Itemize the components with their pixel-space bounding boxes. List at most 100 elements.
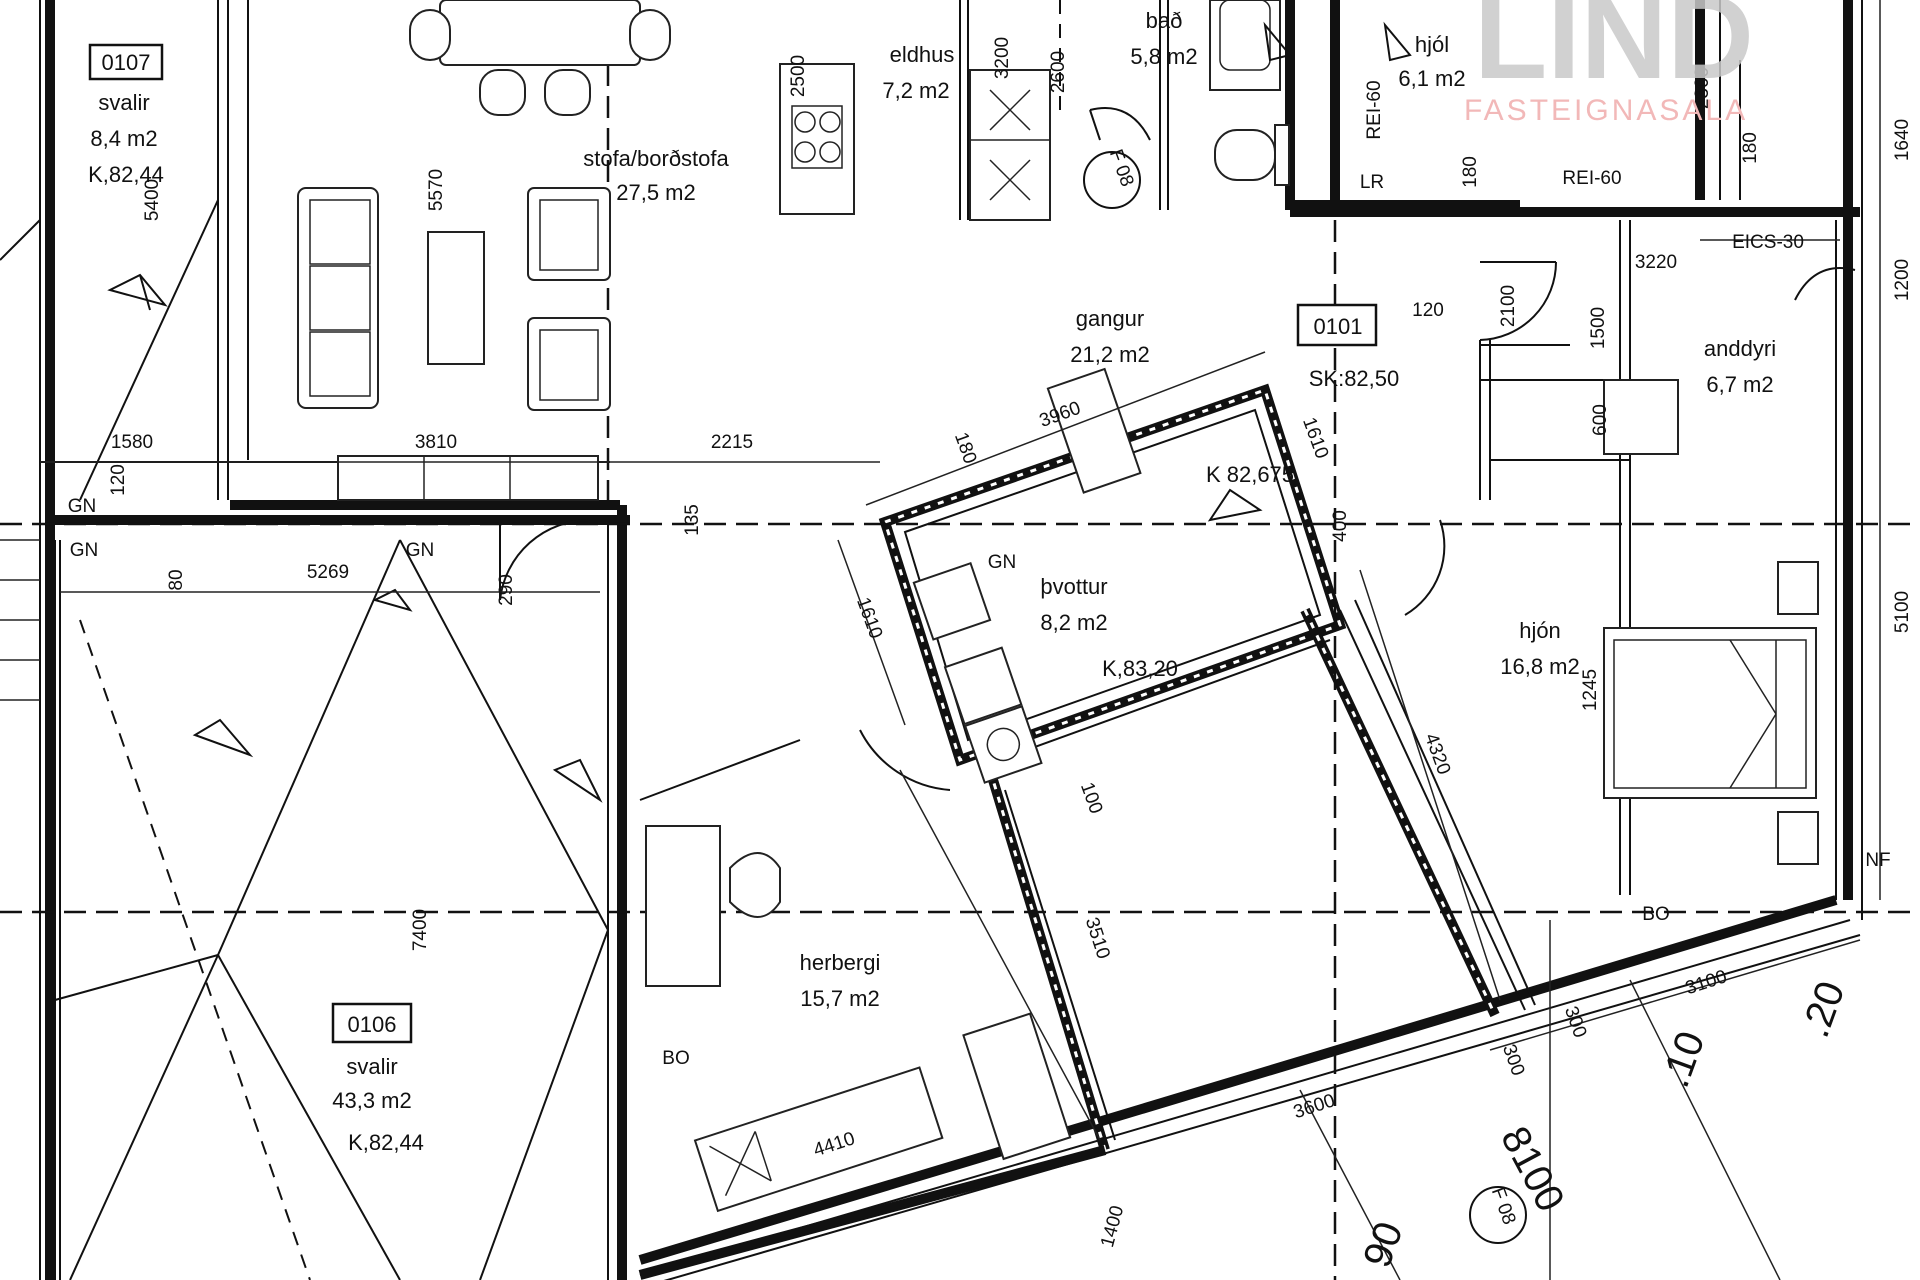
dim-label: 3510 [1081,915,1114,962]
room-name: anddyri [1704,336,1776,361]
room-area: 21,2 m2 [1070,342,1150,367]
dim-label: 1400 [1097,1203,1128,1249]
dining-chair [544,69,591,116]
dim-label: 135 [682,504,703,536]
dim-label: 1640 [1892,119,1913,161]
room-area: 8,2 m2 [1040,610,1107,635]
armchair [527,187,611,281]
dim-label: 180 [950,430,981,467]
dim-label: 2100 [1498,285,1519,327]
room-level: K,83,20 [1102,656,1178,681]
fire-code-label: F 08 [1105,147,1138,190]
dim-label: 3100 [1683,966,1730,999]
armchair [527,317,611,411]
dryer [963,705,1043,784]
code-label: GN [68,496,97,517]
room-level: K,82,44 [88,162,164,187]
room-area: 6,7 m2 [1706,372,1773,397]
dim-label: 1200 [1892,259,1913,301]
room-area: 16,8 m2 [1500,654,1580,679]
door-swings [499,107,1856,801]
cabinet [962,1012,1072,1161]
room-area: 8,4 m2 [90,126,157,151]
washer [943,646,1023,726]
room-name: gangur [1076,306,1145,331]
code-label: NF [1865,850,1890,871]
tag-box-0106 [331,1002,413,1044]
dining-chair [409,9,451,61]
tag-box-0107 [88,43,164,81]
dim-label: 7400 [410,909,431,951]
room-name: hjól [1415,32,1449,57]
room-name: eldhus [890,42,955,67]
dim-label: 180 [1460,156,1481,188]
dining-chair [629,9,671,61]
desk-chair [729,852,781,918]
dim-label: 1500 [1588,307,1609,349]
dim-label: 100 [1076,780,1107,817]
code-label: GN [70,540,99,561]
room-area: 6,1 m2 [1398,66,1465,91]
dim-label: 3200 [992,37,1013,79]
room-area: 43,3 m2 [332,1088,412,1113]
laundry-bench [1046,367,1142,494]
room-name: hjón [1519,618,1561,643]
dim-label: 120 [108,464,129,496]
room-name: herbergi [800,950,881,975]
room-area: 15,7 m2 [800,986,880,1011]
nightstand [1777,811,1819,865]
fire-code-label: F 08 [1487,1185,1520,1228]
walls [39,0,1863,1280]
slope-label: 90 [1355,1216,1412,1273]
code-label: BO [662,1048,689,1069]
nightstand [1777,561,1819,615]
furniture [297,0,1819,1213]
room-area: 27,5 m2 [616,180,696,205]
dim-label: 5100 [1892,591,1913,633]
room-level: K,82,44 [348,1130,424,1155]
code-label: BO [1642,904,1669,925]
balcony-0106-lines [0,199,609,1280]
tag-box-0101 [1296,303,1378,347]
wardrobe [1603,379,1679,455]
fire-marker-circle [1469,1186,1527,1244]
logo-text: LIND [1474,0,1754,104]
dim-label: 80 [166,569,187,590]
room-name: stofa/borðstofa [583,146,729,171]
slope-label: .20 [1793,976,1853,1043]
dim-label: 290 [496,574,517,606]
dim-label: 2600 [1048,51,1069,93]
room-name: bað [1146,8,1183,33]
toilet [1214,129,1276,181]
dim-label: 2500 [788,55,809,97]
dim-label: 1245 [1580,669,1601,711]
code-label: REI-60 [1562,168,1621,189]
code-label: REI-60 [1364,80,1385,139]
dimension-lines [40,0,1881,1280]
room-area: 5,8 m2 [1130,44,1197,69]
room-name: svalir [98,90,149,115]
room-labels: 0107 svalir 8,4 m2 K,82,44 stofa/borðsto… [88,8,1776,1155]
unit-tag-0101: 0101 [1314,314,1363,339]
code-label: EICS-30 [1732,232,1804,253]
room-tag-0107: 0107 [102,50,151,75]
entry-level: K 82,675 [1206,462,1294,487]
room-area: 7,2 m2 [882,78,949,103]
dim-label: 5269 [307,562,349,583]
room-tag-0106: 0106 [348,1012,397,1037]
dining-chair [479,69,526,116]
dim-label: 3220 [1635,252,1677,273]
laundry-sink [912,561,992,641]
fire-marker-circle [1083,151,1141,209]
dim-label: 1610 [1298,415,1332,462]
dim-label: 120 [1412,300,1444,321]
kitchen-counter [969,69,1051,221]
double-bed [1603,627,1817,799]
dim-label: 5400 [142,179,163,221]
code-label: GN [988,552,1017,573]
dim-label: 1580 [111,432,153,453]
dim-label: 2300 [1692,67,1713,109]
dim-label: 300 [1560,1004,1591,1041]
